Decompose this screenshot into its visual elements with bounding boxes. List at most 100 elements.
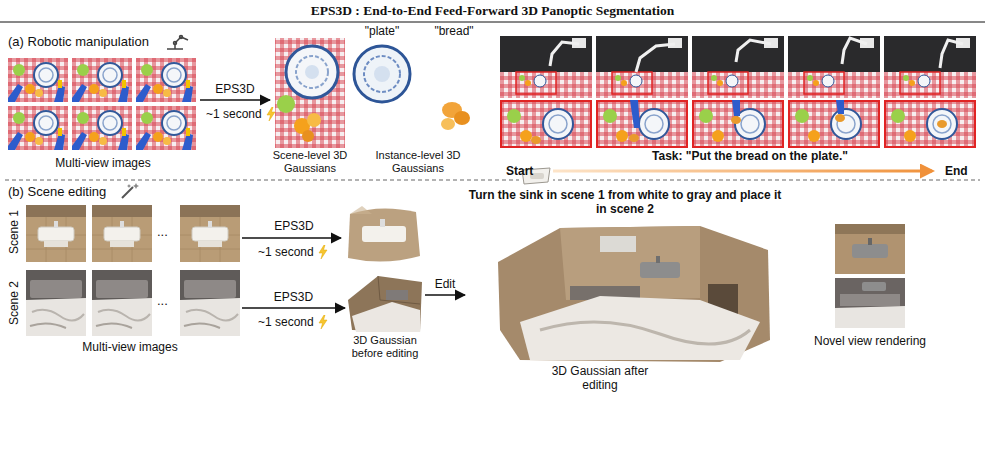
illustration-part [136,58,196,102]
wand-icon [122,183,139,198]
lightning-icon [319,315,327,329]
illustration-part [296,56,328,88]
illustration-part [852,244,888,258]
illustration-part [640,262,680,278]
title-rule [0,22,985,23]
illustration-part [275,38,345,148]
panel-caption: "bread" [419,24,489,38]
image-panel: Turn the sink in scene 1 from white to g… [465,188,785,393]
illustration-part [498,226,770,362]
bread-instance-image [419,38,489,148]
illustration-part [454,111,470,125]
illustration-part [362,226,406,242]
multi-view-thumbnails [8,58,196,150]
illustration-part [692,36,784,98]
panel-caption: "plate" [347,24,417,38]
illustration-part [560,226,700,300]
illustration-part [937,120,947,128]
sink-gaussian-image [348,206,420,262]
illustration-part [630,100,640,128]
image-panel: Scene-level 3D Gaussians [270,36,350,178]
row-heading: Scene 1 [7,202,21,262]
illustration-part [835,114,845,122]
illustration-part [386,290,408,300]
flow-arrow [242,307,345,309]
illustration-part [835,278,905,328]
illustration-part [127,184,131,188]
illustration-part [8,106,68,150]
annotation-text: Start [506,164,533,178]
figure-title: EPS3D : End-to-End Feed-Forward 3D Panop… [0,3,985,19]
illustration-part [550,42,579,66]
annotation-text: End [945,164,968,178]
process-arrow [242,237,341,239]
scene-gaussians-image [275,38,345,148]
panel-caption: Scene-level 3D Gaussians [270,149,350,175]
illustration-part [374,66,390,82]
row-heading: Scene 2 [7,273,21,333]
illustration-part [347,38,417,148]
annotation-text: Task: "Put the bread on the plate." [560,149,940,163]
robot-frames [500,36,976,148]
illustration-part [167,37,188,49]
illustration-part [596,36,688,148]
arrow-label: EPS3D [244,290,344,304]
illustration-part [884,36,976,98]
image-panel: Novel view rendering [805,222,935,362]
illustration-part [26,270,86,336]
illustration-part [840,294,900,306]
image-panel: Scene 1 [6,203,242,265]
illustration-part [500,36,592,98]
section-divider [5,180,980,181]
illustration-part [540,322,750,344]
illustration-part [441,118,455,130]
illustration-part [92,270,152,336]
illustration-part [378,276,420,304]
robot-icon [167,36,188,50]
panel-caption: 3D Gaussian before editing [345,334,425,360]
illustration-part [302,130,314,142]
illustration-part [868,238,872,245]
illustration-part [8,58,68,102]
illustration-part [180,270,240,336]
illustration-part [307,113,321,127]
illustration-part [72,106,132,150]
illustration-part [692,100,784,148]
illustration-part [348,276,422,332]
image-panel: Instance-level 3D Gaussians"plate""bread… [347,24,489,178]
illustration-part [940,40,963,68]
image-panel: "plate" [347,24,417,148]
illustration-part [884,100,976,148]
illustration-part [500,36,592,148]
illustration-part [731,116,741,124]
illustration-part [600,236,636,252]
annotation-text: ... [157,224,168,239]
panel-caption: Novel view rendering [805,334,935,348]
illustration-part [835,306,905,328]
illustration-part [72,58,132,102]
illustration-part [500,100,592,148]
illustration-part [286,46,338,98]
arrow-label: Edit [395,277,495,291]
image-panel: "bread" [419,24,489,148]
illustration-part [277,95,295,113]
illustration-part [629,134,639,142]
annotation-text: ~1 second [206,107,262,121]
image-panel: Scene 2Multi-view images [6,268,242,360]
novel-view-images [835,224,905,328]
illustration-part [364,56,400,92]
illustration-part [788,36,880,98]
illustration-part [884,36,976,148]
illustration-part [862,282,886,291]
annotation-text: (b) Scene editing [8,184,106,199]
panel-caption: Turn the sink in scene 1 from white to g… [465,188,785,216]
illustration-part [419,38,489,148]
illustration-part [732,100,740,116]
illustration-part [305,65,319,79]
illustration-part [520,296,760,360]
illustration-part [835,224,905,274]
